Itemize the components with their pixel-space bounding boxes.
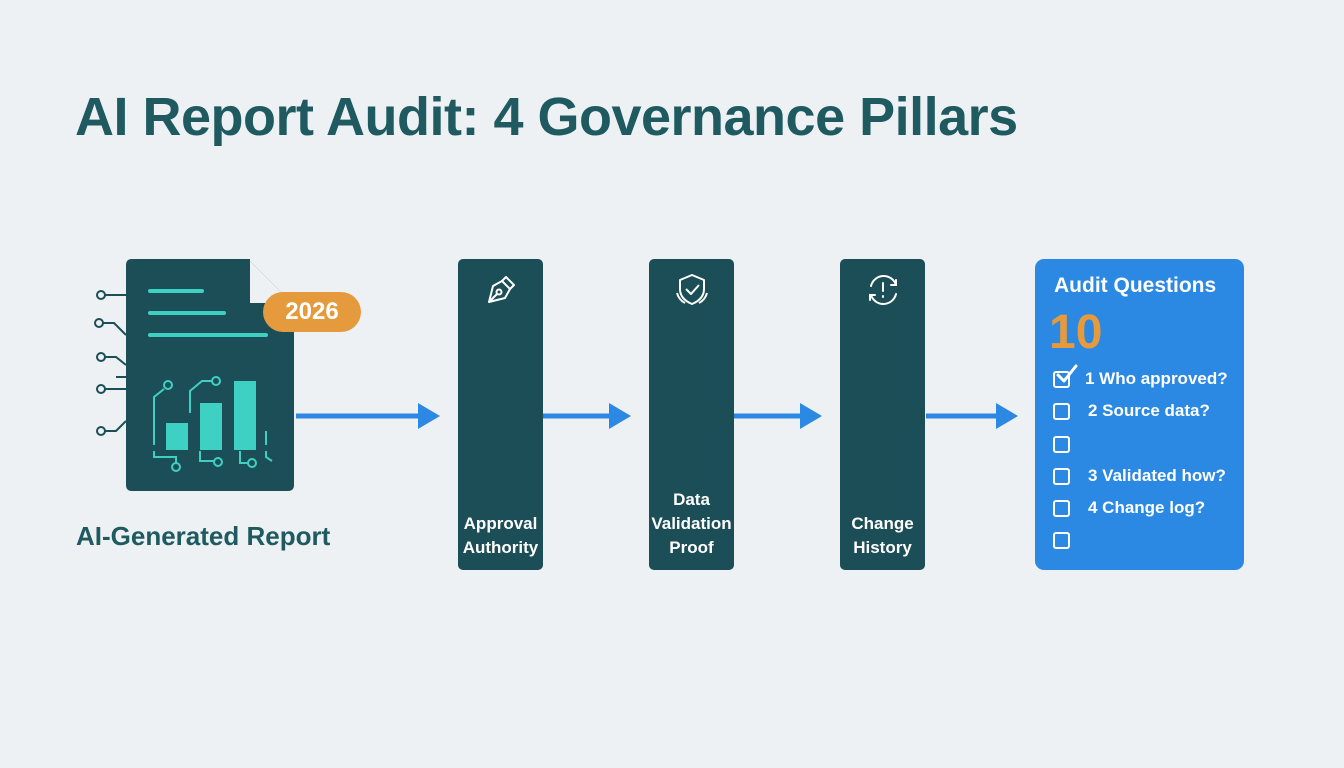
flow-arrow: [296, 403, 440, 429]
audit-question[interactable]: 3 Validated how?: [1053, 466, 1243, 490]
pillar-approval-authority: Approval Authority: [458, 259, 543, 570]
flow-arrow: [543, 403, 631, 429]
checkmark-icon: [1056, 364, 1078, 383]
checkbox[interactable]: [1053, 532, 1070, 549]
audit-question[interactable]: 2 Source data?: [1053, 401, 1243, 425]
checkbox[interactable]: [1053, 371, 1070, 388]
question-text: 1 Who approved?: [1085, 369, 1228, 388]
pillar-data-validation-proof: Data Validation Proof: [649, 259, 734, 570]
question-text: 3 Validated how?: [1088, 466, 1226, 485]
question-text: 4 Change log?: [1088, 498, 1206, 517]
audit-question[interactable]: [1053, 530, 1243, 554]
audit-title: Audit Questions: [1054, 274, 1217, 297]
history-clock-icon: [868, 275, 897, 305]
page-title: AI Report Audit: 4 Governance Pillars: [75, 87, 1018, 147]
document-chart-icon: [94, 259, 294, 491]
flow-arrow: [734, 403, 822, 429]
pen-nib-icon: [487, 276, 515, 303]
year-badge: 2026: [263, 292, 361, 332]
shield-check-icon: [675, 274, 708, 305]
pillar-label: Approval Authority: [462, 514, 539, 557]
question-text: 2 Source data?: [1088, 401, 1210, 420]
audit-question[interactable]: 1 Who approved?: [1053, 364, 1243, 393]
report-document: 2026: [90, 255, 380, 500]
flow-arrow: [926, 403, 1018, 429]
pillar-change-history: Change History: [840, 259, 925, 570]
checkbox[interactable]: [1053, 436, 1070, 453]
audit-question[interactable]: 4 Change log?: [1053, 498, 1243, 522]
audit-questions-panel: Audit Questions 10 1 Who approved? 2 Sou…: [1035, 259, 1244, 570]
checkbox[interactable]: [1053, 500, 1070, 517]
pillar-label: Data Validation Proof: [651, 490, 732, 557]
audit-question[interactable]: [1053, 434, 1243, 458]
pillar-label: Change History: [851, 514, 914, 557]
audit-count: 10: [1049, 306, 1103, 359]
report-label: AI-Generated Report: [76, 521, 331, 551]
checkbox[interactable]: [1053, 468, 1070, 485]
checkbox[interactable]: [1053, 403, 1070, 420]
